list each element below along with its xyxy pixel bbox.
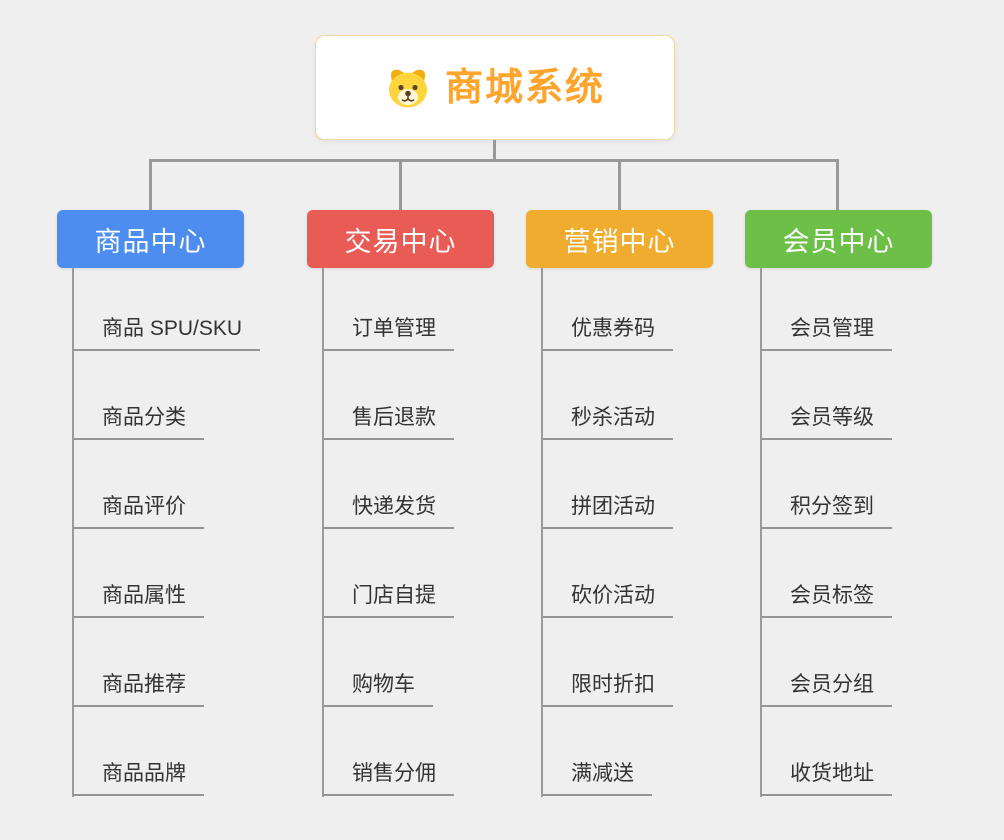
branch-product-center: 商品中心 商品 SPU/SKU 商品分类 商品评价 商品属性 商品推荐 商品品牌 <box>57 210 317 820</box>
branch-header-member-center[interactable]: 会员中心 <box>745 210 932 268</box>
child-topic[interactable]: 会员等级 <box>762 406 892 441</box>
child-topic[interactable]: 售后退款 <box>324 406 454 441</box>
child-topic[interactable]: 门店自提 <box>324 584 454 619</box>
child-topic[interactable]: 订单管理 <box>324 317 454 352</box>
branch-label: 商品中心 <box>94 226 207 257</box>
connector-children-member <box>760 268 762 797</box>
root-topic-label: 商城系统 <box>444 66 605 109</box>
child-topic[interactable]: 快递发货 <box>324 495 454 530</box>
branch-label: 营销中心 <box>563 226 676 257</box>
connector-children-product <box>72 268 74 797</box>
branch-label: 交易中心 <box>344 226 457 257</box>
child-topic[interactable]: 优惠券码 <box>543 317 673 352</box>
child-topic[interactable]: 商品 SPU/SKU <box>74 317 261 352</box>
dog-icon <box>385 66 431 110</box>
child-topic[interactable]: 销售分佣 <box>324 762 454 797</box>
connector-stem-marketing-center <box>618 160 621 211</box>
child-topic[interactable]: 商品分类 <box>74 406 204 441</box>
child-topic[interactable]: 会员标签 <box>762 584 892 619</box>
child-topic[interactable]: 砍价活动 <box>543 584 673 619</box>
branch-trade-center: 交易中心 订单管理 售后退款 快递发货 门店自提 购物车 销售分佣 <box>307 210 567 820</box>
connector-children-marketing <box>541 268 543 797</box>
connector-horizontal-rail <box>149 159 839 162</box>
child-topic[interactable]: 商品品牌 <box>74 762 204 797</box>
child-topic[interactable]: 商品推荐 <box>74 673 204 708</box>
branch-header-trade-center[interactable]: 交易中心 <box>307 210 494 268</box>
root-topic[interactable]: 商城系统 <box>315 35 675 140</box>
connector-stem-product-center <box>149 160 152 211</box>
connector-children-trade <box>322 268 324 797</box>
branch-label: 会员中心 <box>782 226 895 257</box>
child-topic[interactable]: 购物车 <box>324 673 433 708</box>
child-topic[interactable]: 会员分组 <box>762 673 892 708</box>
child-topic[interactable]: 秒杀活动 <box>543 406 673 441</box>
branch-member-center: 会员中心 会员管理 会员等级 积分签到 会员标签 会员分组 收货地址 <box>745 210 1004 820</box>
connector-stem-trade-center <box>399 160 402 211</box>
child-topic[interactable]: 会员管理 <box>762 317 892 352</box>
child-topic[interactable]: 收货地址 <box>762 762 892 797</box>
child-topic[interactable]: 积分签到 <box>762 495 892 530</box>
child-topic[interactable]: 拼团活动 <box>543 495 673 530</box>
connector-stem-member-center <box>836 160 839 211</box>
child-topic[interactable]: 限时折扣 <box>543 673 673 708</box>
branch-header-product-center[interactable]: 商品中心 <box>57 210 244 268</box>
child-topic[interactable]: 商品属性 <box>74 584 204 619</box>
connector-root-stem <box>493 140 496 161</box>
branch-marketing-center: 营销中心 优惠券码 秒杀活动 拼团活动 砍价活动 限时折扣 满减送 <box>526 210 786 820</box>
child-topic[interactable]: 商品评价 <box>74 495 204 530</box>
branch-header-marketing-center[interactable]: 营销中心 <box>526 210 713 268</box>
child-topic[interactable]: 满减送 <box>543 762 652 797</box>
